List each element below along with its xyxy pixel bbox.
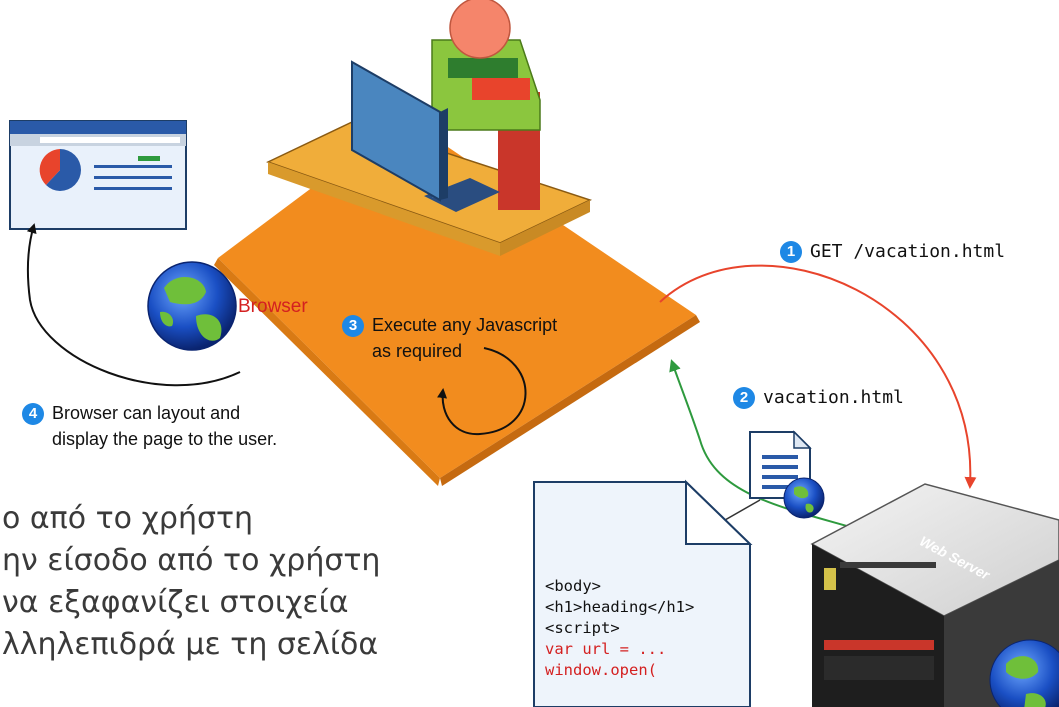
server-globe-icon: [989, 639, 1059, 707]
step3-text-line1: Execute any Javascript: [372, 315, 558, 335]
code-line: <h1>heading</h1>: [545, 598, 695, 616]
step1-label: 1 GET /vacation.html: [780, 240, 1005, 263]
step2-badge: 2: [733, 387, 755, 409]
step1-badge: 1: [780, 241, 802, 263]
step4-text-line1: Browser can layout and: [52, 403, 241, 423]
step4-label: 4 Browser can layout and: [22, 402, 240, 425]
response-globe-icon: [783, 477, 825, 519]
browser-label: Browser: [238, 296, 308, 317]
request-arrow: [659, 264, 977, 489]
slide-text-line: ο από το χρήστη: [2, 501, 254, 536]
slide-text-line: ην είσοδο από το χρήστη: [2, 543, 381, 578]
code-document-callout: [533, 479, 753, 707]
monitor-icon: [351, 60, 500, 212]
web-server-icon: [810, 483, 1059, 707]
step2-label: 2 vacation.html: [733, 386, 904, 409]
step3-loop-arrow: [437, 347, 527, 436]
slide-text-line: λληλεπιδρά με τη σελίδα: [2, 627, 379, 662]
step4-text-line2: display the page to the user.: [52, 429, 278, 449]
code-line: <body>: [545, 577, 601, 595]
step4-badge: 4: [22, 403, 44, 425]
code-line: window.open(: [545, 661, 657, 679]
rendered-page-icon: [9, 120, 187, 230]
step3-label: 3 Execute any Javascript: [342, 314, 557, 337]
browser-platform: [214, 118, 700, 486]
code-line: var url = ...: [545, 640, 667, 658]
code-line: <script>: [545, 619, 620, 637]
step1-text: GET /vacation.html: [810, 241, 1006, 262]
browser-globe-icon: [147, 261, 237, 351]
step3-badge: 3: [342, 315, 364, 337]
step2-text: vacation.html: [763, 387, 904, 408]
step3-text-line2: as required: [372, 341, 463, 361]
slide-text-line: να εξαφανίζει στοιχεία: [2, 585, 349, 620]
step4-arrow: [26, 223, 241, 387]
